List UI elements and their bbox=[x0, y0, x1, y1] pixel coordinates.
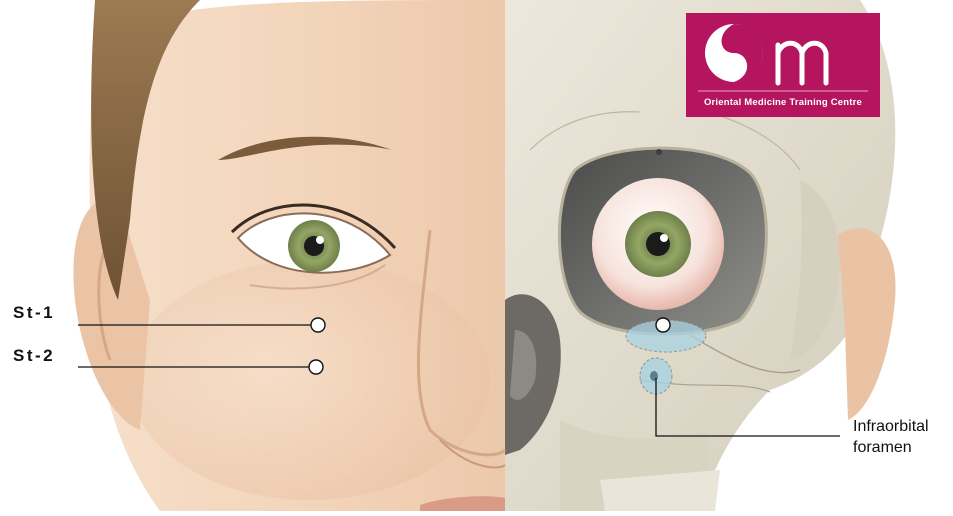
infraorbital-label: Infraorbital foramen bbox=[853, 416, 929, 458]
skull-st1-marker bbox=[656, 318, 670, 332]
st2-marker bbox=[309, 360, 323, 374]
right-ear bbox=[838, 228, 896, 420]
st2-label: St-2 bbox=[13, 346, 55, 366]
om-logo: Oriental Medicine Training Centre bbox=[686, 13, 880, 117]
logo-text: Oriental Medicine Training Centre bbox=[686, 97, 880, 108]
face-half bbox=[73, 0, 505, 511]
st1-label: St-1 bbox=[13, 303, 55, 323]
st1-marker bbox=[311, 318, 325, 332]
infraorbital-label-line2: foramen bbox=[853, 437, 929, 458]
infraorbital-label-line1: Infraorbital bbox=[853, 416, 929, 437]
